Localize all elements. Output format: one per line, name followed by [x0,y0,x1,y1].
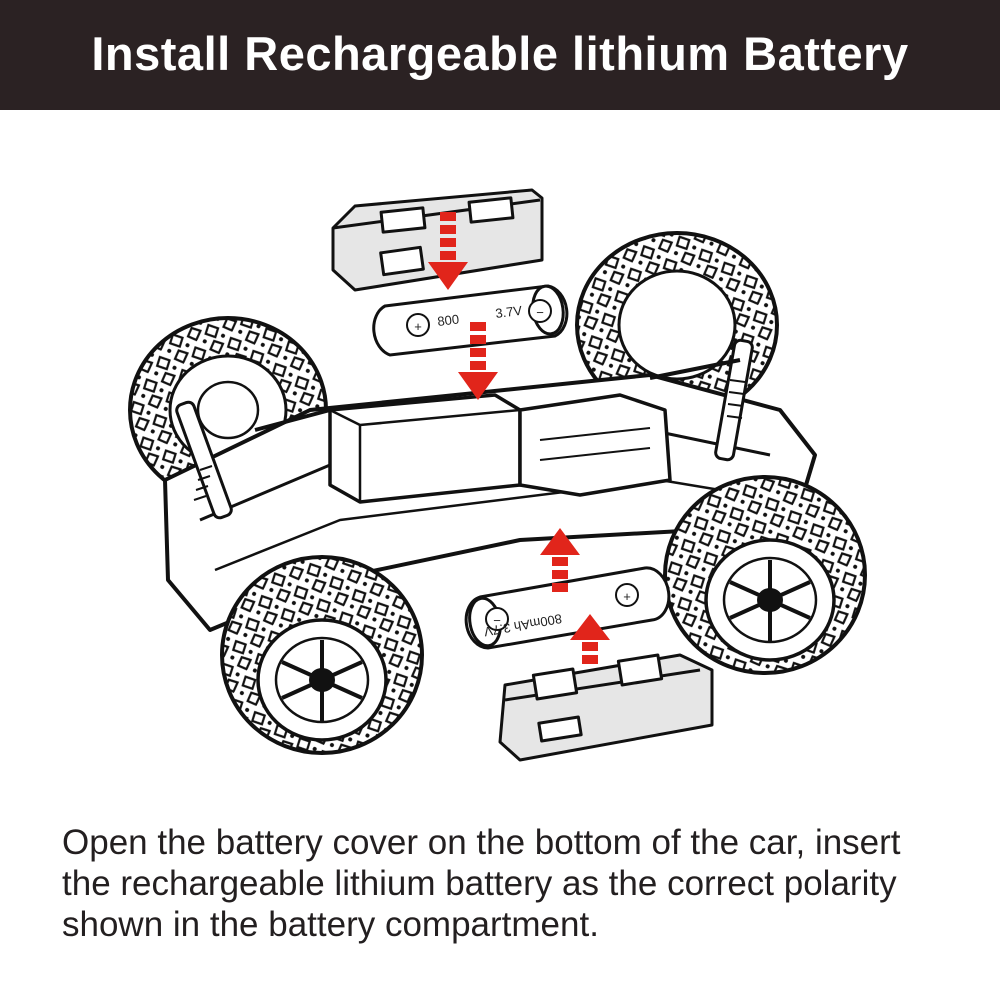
instruction-line-2: the rechargeable lithium battery as the … [62,864,897,903]
positive-terminal-symbol: + [623,589,631,604]
battery-cover-bottom [498,653,714,762]
negative-terminal-symbol: − [536,305,544,320]
battery-bottom: − + 800mAh 3.7V [464,566,671,650]
wheel-front-left [220,555,424,755]
battery-capacity-label: 800 [437,311,460,329]
rc-car-diagram: + − 800 3.7V − + 800mAh 3.7V [128,188,867,762]
title-banner: Install Rechargeable lithium Battery [0,0,1000,110]
wheel-front-right [663,475,867,675]
insert-arrow-bottom-1 [540,528,580,592]
instruction-line-1: Open the battery cover on the bottom of … [62,823,901,862]
battery-cover-top [331,188,544,292]
wheel-rear-right [575,231,779,419]
battery-voltage-label: 3.7V [495,303,524,321]
positive-terminal-symbol: + [414,319,422,334]
instruction-line-3: shown in the battery compartment. [62,905,599,944]
insert-arrow-top-2 [458,322,498,400]
page-title: Install Rechargeable lithium Battery [91,26,909,80]
installation-illustration: + − 800 3.7V − + 800mAh 3.7V [0,110,1000,810]
insert-arrow-bottom-2 [570,614,610,664]
battery-top: + − 800 3.7V [372,284,569,357]
instruction-text: Open the battery cover on the bottom of … [62,822,962,945]
insert-arrow-top-1 [428,212,468,290]
negative-terminal-symbol: − [493,613,501,628]
